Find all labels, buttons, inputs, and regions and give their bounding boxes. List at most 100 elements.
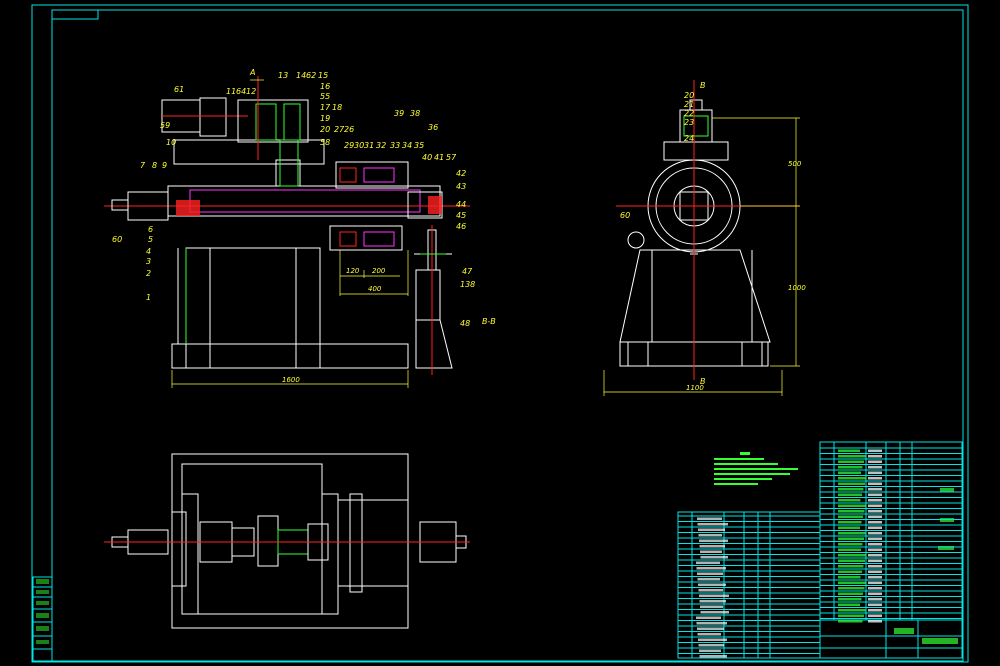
dim-side-height: 1000 — [788, 284, 806, 292]
front-view — [104, 76, 470, 388]
table-cell-text — [700, 611, 729, 614]
table-cell-text — [838, 543, 863, 546]
table-cell-text — [699, 545, 725, 548]
table-cell-text — [868, 537, 882, 540]
table-cell-text — [868, 598, 882, 601]
table-cell-text — [697, 572, 723, 575]
part-7: 7 — [140, 161, 146, 170]
table-cell-text — [699, 594, 729, 597]
table-cell-text — [868, 504, 882, 507]
part-30: 30 — [354, 141, 364, 150]
part-32: 32 — [376, 141, 386, 150]
top-view — [104, 453, 470, 629]
table-cell-text — [868, 570, 882, 573]
table-cell-text — [698, 589, 723, 592]
table-cell-text — [838, 477, 867, 480]
part-47: 47 — [462, 267, 473, 276]
table-cell-text — [838, 548, 861, 551]
side-view — [603, 80, 800, 396]
technical-notes — [714, 452, 798, 485]
dim-side-upper: 500 — [788, 160, 802, 168]
part-57: 57 — [446, 153, 457, 162]
part-17: 17 — [320, 103, 331, 112]
part-8: 8 — [152, 161, 157, 170]
table-cell-text — [868, 581, 882, 584]
table-cell-text — [838, 526, 860, 529]
outer-frame — [31, 4, 969, 663]
part-12: 12 — [246, 87, 256, 96]
side-part-22: 22 — [684, 109, 694, 118]
part-45: 45 — [456, 211, 466, 220]
table-cell-text — [868, 493, 882, 496]
table-cell-text — [697, 633, 721, 636]
table-cell-text — [838, 620, 863, 623]
part-20: 20 — [320, 125, 330, 134]
table-cell-text — [868, 587, 882, 590]
part-33: 33 — [390, 141, 400, 150]
table-cell-text — [838, 488, 864, 491]
table-cell-text — [868, 603, 882, 606]
table-cell-text — [697, 578, 720, 581]
table-cell-text — [868, 565, 882, 568]
table-cell-text — [868, 526, 882, 529]
table-cell-text — [868, 482, 882, 485]
dim-400: 400 — [368, 285, 382, 293]
part-41: 41 — [434, 153, 444, 162]
table-cell-text — [838, 521, 862, 524]
table-cell-text — [868, 620, 882, 623]
table-cell-text — [838, 554, 867, 557]
part-27: 27 — [334, 125, 345, 134]
table-cell-text — [838, 510, 865, 513]
table-cell-text — [699, 600, 726, 603]
part-59: 59 — [160, 121, 170, 130]
table-cell-text — [868, 576, 882, 579]
table-cell-text — [696, 561, 720, 564]
table-cell-text — [838, 570, 862, 573]
table-cell-text — [868, 532, 882, 535]
table-cell-text — [699, 649, 721, 652]
part-15: 15 — [318, 71, 328, 80]
table-cell-text — [838, 559, 865, 562]
table-cell-text — [838, 603, 860, 606]
part-2: 2 — [146, 269, 151, 278]
table-cell-text — [868, 521, 882, 524]
table-cell-text — [696, 616, 721, 619]
table-cell-text — [838, 532, 866, 535]
table-cell-text — [868, 614, 882, 617]
side-part-20: 20 — [684, 91, 694, 100]
part-138: 138 — [460, 280, 475, 289]
part-38: 38 — [410, 109, 420, 118]
part-1: 1 — [146, 293, 151, 302]
table-cell-text — [868, 559, 882, 562]
part-40: 40 — [422, 153, 432, 162]
table-cell-text — [696, 567, 726, 570]
table-cell-text — [838, 609, 866, 612]
table-cell-text — [868, 466, 882, 469]
part-31: 31 — [364, 141, 374, 150]
part-62: 62 — [306, 71, 316, 80]
table-cell-text — [868, 515, 882, 518]
corner-tag-box — [51, 9, 99, 20]
dim-200: 200 — [372, 267, 386, 275]
table-cell-text — [700, 605, 723, 608]
table-cell-text — [700, 556, 728, 559]
table-cell-text — [838, 466, 863, 469]
part-14: 14 — [296, 71, 306, 80]
part-46: 46 — [456, 222, 466, 231]
table-cell-text — [868, 554, 882, 557]
part-39: 39 — [394, 109, 404, 118]
part-9: 9 — [162, 161, 167, 170]
table-cell-text — [697, 627, 724, 630]
table-cell-text — [868, 510, 882, 513]
part-11: 11 — [226, 87, 236, 96]
table-cell-text — [696, 622, 727, 625]
side-part-60: 60 — [620, 211, 630, 220]
table-cell-text — [868, 609, 882, 612]
table-cell-text — [700, 550, 722, 553]
table-cell-text — [838, 515, 863, 518]
part-6: 6 — [148, 225, 153, 234]
table-cell-text — [868, 543, 882, 546]
side-part-24: 24 — [684, 134, 694, 143]
table-cell-text — [699, 539, 728, 542]
part-26: 26 — [344, 125, 354, 134]
